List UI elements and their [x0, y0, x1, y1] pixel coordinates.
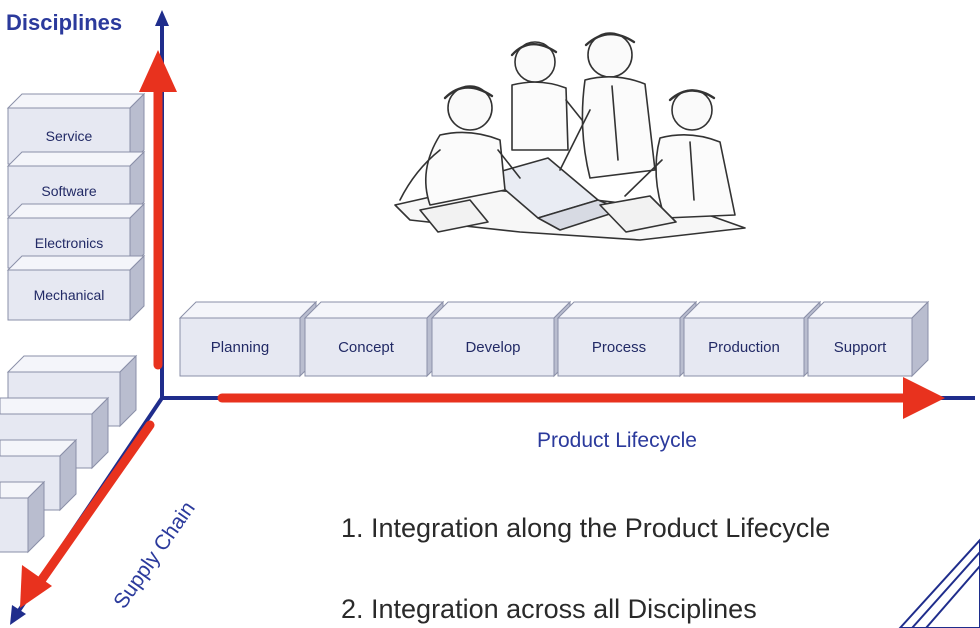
disciplines-label: Disciplines	[6, 10, 122, 35]
supply-chain-stack	[0, 354, 138, 554]
supply-chain-box	[0, 480, 46, 554]
lifecycle-row: Planning Concept Develop Process Production S…	[178, 300, 930, 378]
stage-box-production-label: Production	[708, 339, 780, 356]
vertical-axis-head	[155, 10, 169, 26]
stage-box-concept-label: Concept	[338, 339, 395, 356]
discipline-box-electronics-label: Electronics	[35, 235, 103, 251]
stage-box-support: Support	[806, 300, 930, 378]
stage-box-develop: Develop	[430, 300, 572, 378]
diagonal-axis-head	[10, 605, 26, 625]
discipline-box-mechanical-label: Mechanical	[34, 287, 105, 303]
stage-box-develop-label: Develop	[465, 339, 520, 356]
stage-box-production: Production	[682, 300, 822, 378]
discipline-box-software-label: Software	[41, 183, 96, 199]
discipline-box-mechanical: Mechanical	[6, 254, 146, 322]
product-lifecycle-label: Product Lifecycle	[537, 429, 697, 452]
stage-box-planning-label: Planning	[211, 339, 269, 356]
red-arrows	[20, 50, 945, 608]
stage-box-process: Process	[556, 300, 698, 378]
statement-2: 2. Integration across all Disciplines	[341, 594, 757, 624]
stage-box-concept: Concept	[303, 300, 445, 378]
lifecycle-arrow-head	[903, 377, 945, 419]
statement-1: 1. Integration along the Product Lifecyc…	[341, 513, 830, 543]
people-gathered-around-laptop	[394, 32, 746, 241]
stage-box-process-label: Process	[592, 339, 646, 356]
discipline-box-service-label: Service	[46, 128, 93, 144]
supply-chain-arrow-shaft	[33, 420, 155, 590]
supply-chain-arrow-head	[20, 565, 52, 608]
stage-box-support-label: Support	[834, 339, 887, 356]
supply-chain-label: Supply Chain	[109, 497, 199, 613]
disciplines-arrow-head	[139, 50, 177, 92]
corner-decoration	[898, 538, 980, 628]
stage-box-planning: Planning	[178, 300, 318, 378]
